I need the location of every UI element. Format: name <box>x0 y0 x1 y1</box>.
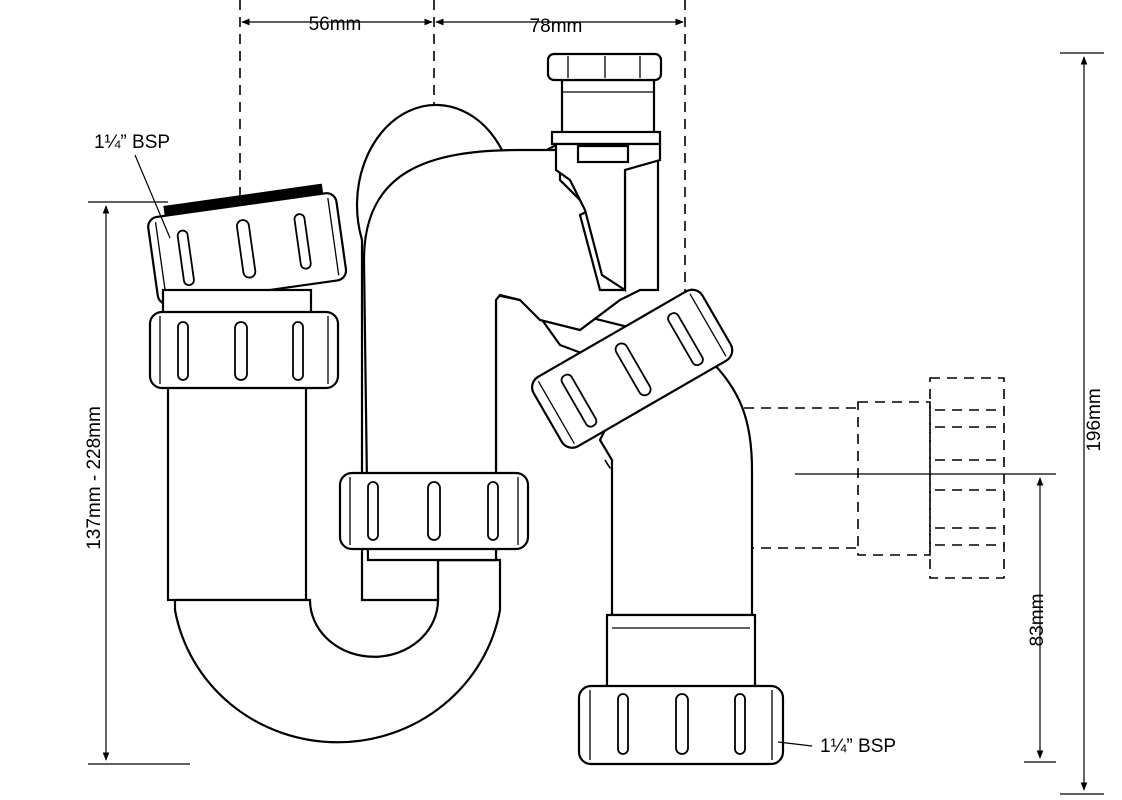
middle-nut <box>338 471 530 551</box>
outlet-thread-leader <box>777 741 813 747</box>
tilted-outlet-nut <box>531 288 734 449</box>
dim-137-228mm: 137mm - 228mm <box>84 406 105 550</box>
dim-78mm: 78mm <box>530 16 583 37</box>
dim-56mm: 56mm <box>309 14 362 35</box>
outlet-thread-label: 1¼” BSP <box>820 736 896 757</box>
dim-196mm: 196mm <box>1084 388 1105 451</box>
trap-body <box>166 52 757 744</box>
dimension-lines <box>88 18 1104 795</box>
inlet-thread-leader <box>134 154 171 239</box>
inlet-lower-nut <box>148 310 340 390</box>
bottom-outlet-nut <box>577 684 785 766</box>
dim-83mm: 83mm <box>1027 594 1048 647</box>
inlet-top-nut <box>147 183 348 306</box>
inlet-thread-label: 1¼” BSP <box>94 132 170 153</box>
